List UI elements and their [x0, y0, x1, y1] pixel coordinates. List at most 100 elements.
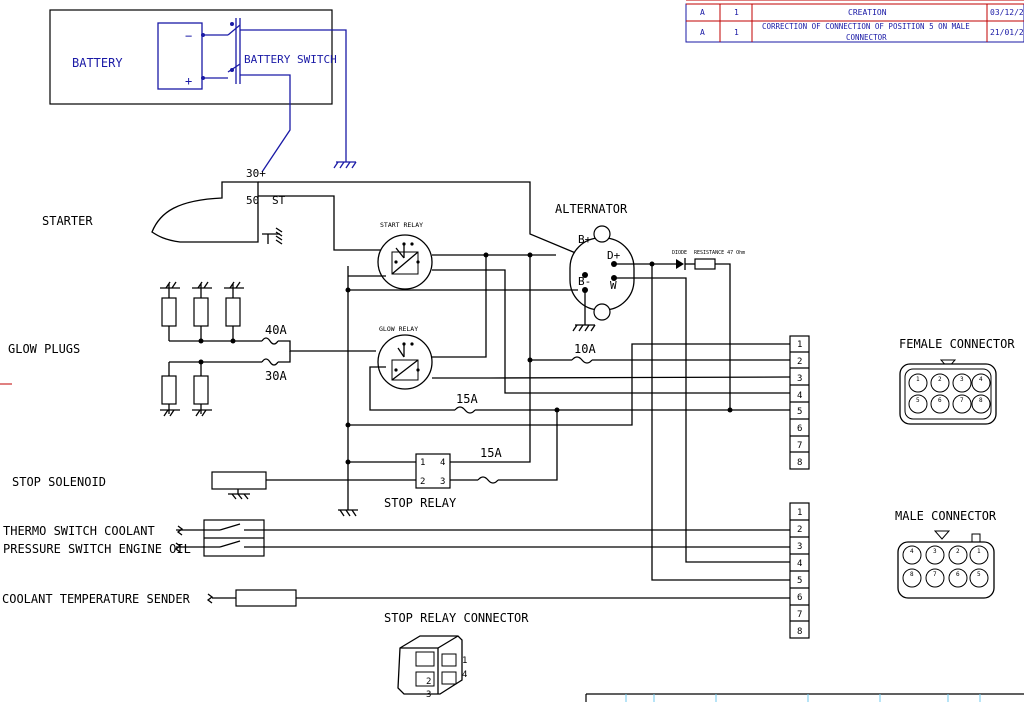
male-connector-group: MALE CONNECTOR 4 3 2 1 8 7 6 5: [895, 509, 997, 599]
male-pin-8: 8: [910, 571, 914, 578]
rev-row2-rev: A: [700, 28, 705, 37]
female-pin-7: 7: [960, 397, 964, 404]
starter-terminal-30: 30+: [246, 167, 266, 180]
revision-table: A 1 CREATION 03/12/2 A 1 CORRECTION OF C…: [685, 0, 1024, 43]
male-block-pin-6: 6: [797, 593, 802, 603]
stop-solenoid-group: STOP SOLENOID: [12, 471, 267, 500]
src-pin-2: 2: [426, 677, 431, 687]
rev-row2-desc2: CONNECTOR: [846, 33, 887, 42]
battery-minus: −: [185, 29, 192, 43]
stop-relay-pin-1: 1: [420, 458, 425, 468]
alt-d-plus: D+: [607, 249, 621, 262]
coolant-sender-label: COOLANT TEMPERATURE SENDER: [2, 592, 191, 606]
female-connector-label: FEMALE CONNECTOR: [899, 337, 1015, 351]
male-block-pin-1: 1: [797, 508, 802, 518]
starter-terminal-st: ST: [272, 194, 286, 207]
title-block-edge: [585, 693, 1024, 702]
glow-relay-label: GLOW RELAY: [379, 325, 418, 333]
battery-switch-label: BATTERY SWITCH: [244, 53, 337, 66]
male-block-pin-7: 7: [797, 610, 802, 620]
female-pin-4: 4: [979, 376, 983, 383]
female-block-pin-6: 6: [797, 424, 802, 434]
male-pin-1: 1: [977, 548, 981, 555]
male-block-pin-3: 3: [797, 542, 802, 552]
sensors-group: THERMO SWITCH COOLANT PRESSURE SWITCH EN…: [2, 519, 790, 607]
start-relay-group: START RELAY: [347, 221, 790, 394]
male-pin-4: 4: [910, 548, 914, 555]
female-pin-8: 8: [979, 397, 983, 404]
rev-row2-num: 1: [734, 28, 739, 37]
rev-row1-date: 03/12/2: [990, 8, 1024, 17]
male-pin-5: 5: [977, 571, 981, 578]
male-pin-2: 2: [956, 548, 960, 555]
pressure-switch-label: PRESSURE SWITCH ENGINE OIL: [3, 542, 191, 556]
glow-relay-group: GLOW RELAY: [369, 255, 791, 411]
fuses-group: 10A 15A 15A: [338, 287, 790, 517]
female-terminal-block: 1 2 3 4 5 6 7 8: [789, 335, 810, 470]
stop-relay-connector-group: STOP RELAY CONNECTOR 1 4 2 3: [384, 611, 529, 700]
stop-solenoid-label: STOP SOLENOID: [12, 475, 106, 489]
rev-row1-rev: A: [700, 8, 705, 17]
male-block-pin-4: 4: [797, 559, 802, 569]
female-block-pin-5: 5: [797, 407, 802, 417]
female-pin-2: 2: [938, 376, 942, 383]
stop-relay-connector-label: STOP RELAY CONNECTOR: [384, 611, 529, 625]
alternator-label: ALTERNATOR: [555, 202, 628, 216]
male-pin-6: 6: [956, 571, 960, 578]
fuse-15a-a-label: 15A: [456, 392, 478, 406]
fuse-40a-label: 40A: [265, 323, 287, 337]
alt-b-plus: B+: [578, 233, 592, 246]
glow-plugs-group: GLOW PLUGS 40A 30A: [8, 281, 376, 417]
fuse-30a-label: 30A: [265, 369, 287, 383]
rev-row1-desc: CREATION: [848, 8, 887, 17]
stop-relay-group: 1 4 2 3 STOP RELAY: [266, 453, 457, 510]
starter-group: STARTER 30+ 50 ST: [42, 167, 579, 255]
start-relay-label: START RELAY: [380, 221, 423, 229]
female-block-pin-2: 2: [797, 357, 802, 367]
female-block-pin-3: 3: [797, 374, 802, 384]
male-terminal-block: 1 2 3 4 5 6 7 8: [789, 502, 810, 639]
battery-cell: [157, 22, 203, 90]
src-pin-4: 4: [462, 670, 467, 680]
fuse-15a-b-label: 15A: [480, 446, 502, 460]
female-pin-3: 3: [960, 376, 964, 383]
thermo-switch-label: THERMO SWITCH COOLANT: [3, 524, 155, 538]
src-pin-3: 3: [426, 690, 431, 700]
male-block-pin-5: 5: [797, 576, 802, 586]
diode-label: DIODE: [672, 250, 687, 256]
female-block-pin-1: 1: [797, 340, 802, 350]
male-pin-7: 7: [933, 571, 937, 578]
stop-relay-pin-2: 2: [420, 477, 425, 487]
stop-relay-pin-4: 4: [440, 458, 445, 468]
src-pin-1: 1: [462, 656, 467, 666]
battery-group: BATTERY − + BATTERY SWITCH: [49, 9, 357, 173]
stop-relay-label: STOP RELAY: [384, 496, 457, 510]
starter-terminal-50: 50: [246, 194, 259, 207]
glow-plugs-label: GLOW PLUGS: [8, 342, 80, 356]
female-pin-1: 1: [916, 376, 920, 383]
female-block-pin-8: 8: [797, 458, 802, 468]
male-pin-3: 3: [933, 548, 937, 555]
stop-relay-pin-3: 3: [440, 477, 445, 487]
male-block-pin-8: 8: [797, 627, 802, 637]
female-block-pin-7: 7: [797, 441, 802, 451]
resistance-label: RESISTANCE 47 Ohm: [694, 250, 745, 256]
fuse-10a-label: 10A: [574, 342, 596, 356]
male-block-pin-2: 2: [797, 525, 802, 535]
battery-label: BATTERY: [72, 56, 123, 70]
female-connector-group: FEMALE CONNECTOR 1 2 3 4 5 6 7 8: [899, 337, 1015, 425]
starter-label: STARTER: [42, 214, 93, 228]
alt-w: W: [610, 279, 617, 292]
d-plus-wire: [651, 264, 790, 581]
male-connector-label: MALE CONNECTOR: [895, 509, 997, 523]
rev-row2-desc1: CORRECTION OF CONNECTION OF POSITION 5 O…: [762, 22, 970, 31]
rev-row1-num: 1: [734, 8, 739, 17]
female-pin-6: 6: [938, 397, 942, 404]
female-pin-5: 5: [916, 397, 920, 404]
rev-row2-date: 21/01/20: [990, 28, 1024, 37]
alternator-group: ALTERNATOR B+ B- D+ W DIODE RESISTANCE 4…: [555, 202, 790, 563]
battery-plus: +: [185, 74, 192, 88]
alt-b-minus: B-: [578, 275, 591, 288]
female-block-pin-4: 4: [797, 391, 802, 401]
